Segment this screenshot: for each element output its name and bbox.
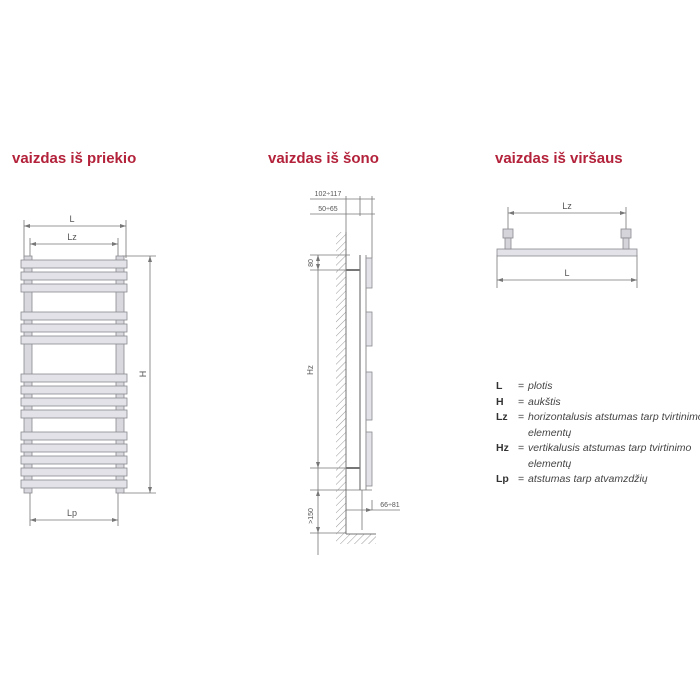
legend-equals: = [518, 395, 525, 408]
front-view-heading: vaizdas iš priekio [12, 150, 137, 167]
side-view-drawing [310, 196, 400, 555]
legend-equals: = [518, 473, 525, 485]
legend-description: horizontalusis atstumas tarp tvirtinimo … [528, 411, 700, 439]
legend-description: plotis [528, 380, 553, 392]
label-depth-total: 102÷117 [315, 191, 342, 198]
top-view-heading: vaizdas iš viršaus [495, 150, 623, 167]
legend-item: Lz = horizontalusis atstumas tarp tvirti… [496, 410, 700, 441]
label-Hz: Hz [306, 365, 315, 375]
wall-hatch [336, 232, 376, 544]
label-front-H: H [138, 371, 148, 378]
label-top-offset: 80 [308, 259, 315, 267]
legend-symbol: Lp [496, 473, 509, 485]
legend: L = plotis H = aukštis Lz = horizontalus… [496, 379, 700, 488]
label-top-Lz: Lz [562, 201, 572, 211]
legend-equals: = [518, 411, 525, 423]
front-view-arrows [24, 224, 152, 522]
side-view-fins [365, 257, 373, 487]
front-view-drawing [23, 220, 156, 526]
radiator-front [20, 255, 128, 494]
side-view-arrows [316, 255, 372, 533]
legend-symbol: L [496, 380, 503, 392]
legend-description: atstumas tarp atvamzdžių [528, 473, 648, 485]
label-depth-wall: 50÷65 [318, 206, 338, 213]
label-floor-distance: >150 [308, 508, 315, 524]
legend-item: L = plotis [496, 379, 700, 395]
legend-item: Lp = atstumas tarp atvamzdžių [496, 472, 700, 488]
legend-symbol: Hz [496, 442, 509, 454]
legend-description: vertikalusis atstumas tarp tvirtinimo el… [528, 442, 692, 470]
side-view-heading: vaizdas iš šono [268, 150, 379, 167]
legend-description: aukštis [528, 395, 561, 408]
legend-symbol: Lz [496, 411, 508, 423]
label-front-Lp: Lp [67, 508, 77, 518]
legend-equals: = [518, 442, 525, 454]
legend-item: Hz = vertikalusis atstumas tarp tvirtini… [496, 441, 700, 472]
legend-symbol: H [496, 395, 504, 408]
label-top-L: L [564, 268, 569, 278]
label-pipe-distance: 66÷81 [380, 502, 400, 509]
legend-item: H = aukštis [496, 395, 700, 411]
top-view-drawing [496, 207, 638, 288]
label-front-Lz: Lz [67, 232, 77, 242]
legend-equals: = [518, 380, 525, 392]
label-front-L: L [69, 214, 74, 224]
top-view-arrows [497, 211, 637, 282]
